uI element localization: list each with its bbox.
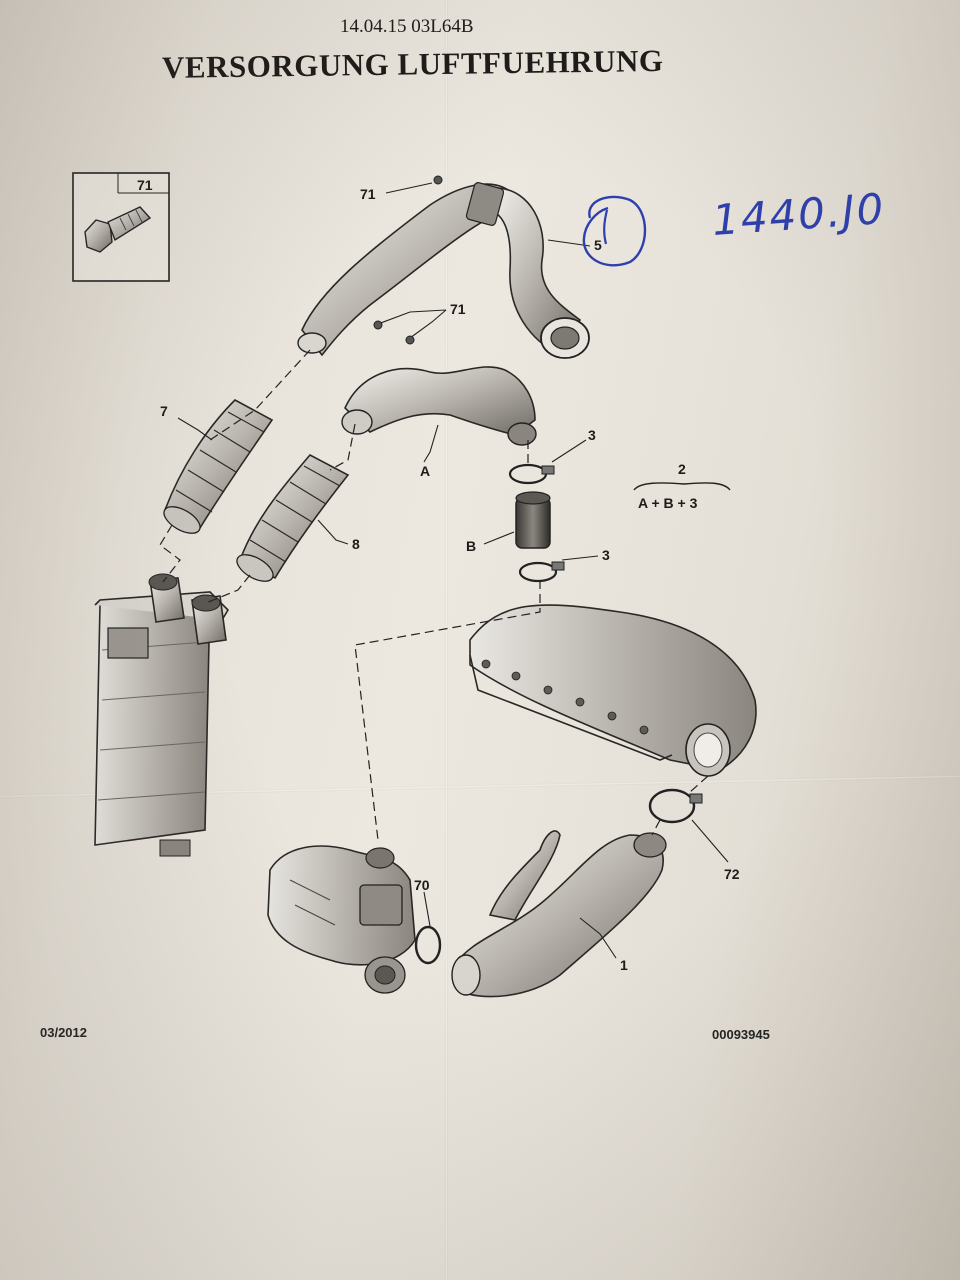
- kit-legend: 2 A + B + 3: [633, 461, 731, 511]
- callout-71-top: 71: [360, 186, 376, 202]
- callout-3-upper: 3: [588, 427, 596, 443]
- callout-3-lower: 3: [602, 547, 610, 563]
- turbocharger: [267, 845, 416, 994]
- footer-reference: 00093945: [712, 1027, 770, 1042]
- callout-b: B: [466, 538, 476, 554]
- clamp-72: 72: [648, 788, 740, 882]
- kit-number: 2: [678, 461, 686, 477]
- pipe-1: 1: [451, 830, 667, 998]
- callout-1: 1: [620, 957, 628, 973]
- upper-air-pipe: 5: [297, 182, 602, 359]
- callout-71-mid: 71: [450, 301, 466, 317]
- footer-date: 03/2012: [40, 1025, 87, 1040]
- paper-fold-vertical: [445, 0, 448, 1280]
- part-a-intake-manifold: A: [341, 366, 537, 479]
- hose-8: 8: [236, 453, 360, 582]
- callout-70: 70: [414, 877, 430, 893]
- air-filter-housing: [469, 604, 757, 777]
- intercooler: [94, 573, 230, 857]
- clamp-70: 70: [414, 877, 442, 965]
- callout-71-box: 71: [137, 177, 153, 193]
- clamp-3-upper: 3: [508, 427, 596, 485]
- bolt-detail-box: 71: [72, 172, 170, 282]
- bolt-71-mid: 71: [373, 301, 466, 345]
- handwritten-circle-mark: [582, 195, 647, 267]
- callout-7: 7: [160, 403, 168, 419]
- callout-5: 5: [594, 237, 602, 253]
- callout-72: 72: [724, 866, 740, 882]
- kit-formula: A + B + 3: [638, 495, 698, 511]
- assembly-lines: [159, 349, 709, 841]
- clamp-3-lower: 3: [518, 547, 610, 583]
- callout-a: A: [420, 463, 430, 479]
- hose-7: 7: [160, 399, 274, 534]
- document-code: 14.04.15 03L64B: [340, 16, 474, 37]
- part-b-sleeve: B: [466, 491, 551, 554]
- bolt-71-top: 71: [360, 175, 443, 202]
- bolt-icon: [84, 206, 152, 253]
- callout-8: 8: [352, 536, 360, 552]
